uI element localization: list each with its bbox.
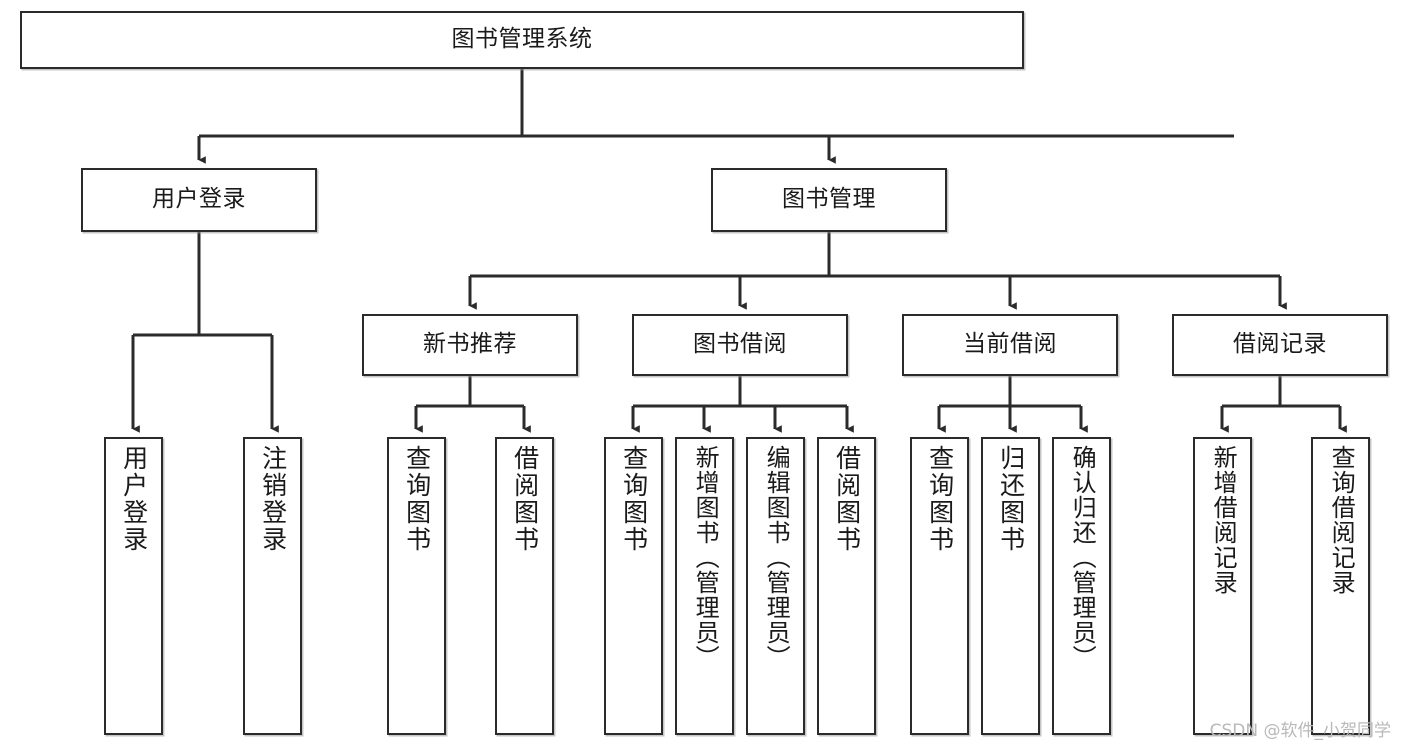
watermark-text: CSDN @软件_小贺同学 bbox=[1209, 721, 1391, 741]
leaf-recommend-borrow-book[interactable]: 借阅图书 bbox=[495, 437, 554, 735]
node-label: 查询图书 bbox=[619, 445, 649, 553]
node-label: 确认归还（管理员） bbox=[1068, 445, 1097, 670]
node-label: 查询图书 bbox=[925, 445, 955, 553]
node-label: 注销登录 bbox=[258, 445, 288, 553]
leaf-user-login-signin[interactable]: 用户登录 bbox=[104, 437, 163, 735]
node-label: 新增借阅记录 bbox=[1209, 445, 1238, 595]
leaf-borrow-add-book-admin[interactable]: 新增图书（管理员） bbox=[675, 437, 734, 735]
node-label: 查询图书 bbox=[402, 445, 432, 553]
node-label: 借阅记录 bbox=[1233, 331, 1327, 358]
leaf-current-query-book[interactable]: 查询图书 bbox=[910, 437, 969, 735]
node-label: 图书借阅 bbox=[693, 331, 787, 358]
leaf-borrow-query-book[interactable]: 查询图书 bbox=[604, 437, 663, 735]
leaf-current-return-book[interactable]: 归还图书 bbox=[981, 437, 1040, 735]
leaf-borrow-edit-book-admin[interactable]: 编辑图书（管理员） bbox=[746, 437, 805, 735]
node-label: 归还图书 bbox=[996, 445, 1026, 553]
leaf-borrow-borrow-book[interactable]: 借阅图书 bbox=[817, 437, 876, 735]
node-label: 借阅图书 bbox=[510, 445, 540, 553]
node-borrow-record[interactable]: 借阅记录 bbox=[1172, 314, 1388, 376]
node-label: 查询借阅记录 bbox=[1327, 445, 1356, 595]
node-label: 当前借阅 bbox=[963, 331, 1057, 358]
node-label: 图书管理系统 bbox=[451, 26, 593, 53]
leaf-recommend-query-book[interactable]: 查询图书 bbox=[387, 437, 446, 735]
leaf-record-add-record[interactable]: 新增借阅记录 bbox=[1193, 437, 1252, 735]
leaf-current-confirm-return-admin[interactable]: 确认归还（管理员） bbox=[1052, 437, 1111, 735]
node-label: 借阅图书 bbox=[832, 445, 862, 553]
node-book-borrow[interactable]: 图书借阅 bbox=[632, 314, 848, 376]
leaf-record-query-record[interactable]: 查询借阅记录 bbox=[1311, 437, 1370, 735]
node-label: 图书管理 bbox=[782, 186, 876, 213]
node-user-login[interactable]: 用户登录 bbox=[81, 168, 317, 232]
node-book-management[interactable]: 图书管理 bbox=[711, 168, 947, 232]
node-label: 编辑图书（管理员） bbox=[762, 445, 791, 670]
node-root-system[interactable]: 图书管理系统 bbox=[20, 11, 1024, 69]
node-new-book-recommend[interactable]: 新书推荐 bbox=[362, 314, 578, 376]
node-label: 用户登录 bbox=[152, 186, 246, 213]
leaf-user-login-signout[interactable]: 注销登录 bbox=[243, 437, 302, 735]
node-current-borrow[interactable]: 当前借阅 bbox=[902, 314, 1118, 376]
node-label: 新书推荐 bbox=[423, 331, 517, 358]
node-label: 用户登录 bbox=[119, 445, 149, 553]
node-label: 新增图书（管理员） bbox=[691, 445, 720, 670]
